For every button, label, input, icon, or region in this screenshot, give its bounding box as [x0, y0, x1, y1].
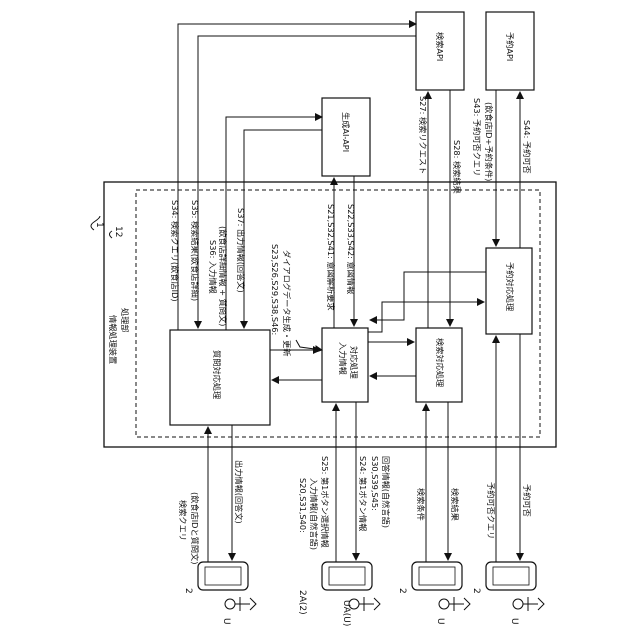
terminal-ref-1: 2	[183, 588, 193, 594]
user-figure-1	[225, 597, 256, 611]
label-s23-b: ダイアログデータ生成・更新	[282, 250, 292, 356]
label-s35: S35: 検索結果(飲食店詳細)	[190, 200, 200, 301]
user-figure-4	[513, 597, 544, 611]
user-ref-3: U	[435, 618, 445, 625]
apparatus-label: 情報処理装置	[108, 315, 118, 364]
label-u4-query: 予約可否クエリ	[486, 482, 496, 539]
gen-ai-api-label: 生成AI-API	[341, 112, 351, 152]
label-u1-query-b: (飲食店IDと質問文)	[190, 492, 200, 564]
label-s27: S27: 検索リクエスト	[418, 96, 428, 174]
label-u3-cond: 検索条件	[416, 488, 426, 521]
label-s43-a: S43: 予約可否クエリ	[472, 98, 482, 176]
label-u2-input-a: S20,S31,S40:	[298, 478, 308, 533]
label-u2-btn1: S25: 第1ボタン選択情報	[320, 456, 330, 548]
processing-unit-label: 処理部	[120, 308, 130, 333]
label-u2-input-b: 入力情報(自然言語)	[309, 478, 319, 550]
label-s21: S21,S32,S41: 意図解析要求	[326, 204, 336, 311]
terminal-device-1	[198, 562, 248, 590]
search-api-label: 検索API	[435, 32, 445, 61]
label-s34: S34: 検索クエリ(飲食店ID)	[170, 200, 180, 302]
user-figure-3	[439, 597, 470, 611]
label-s36-b: (飲食店詳細情報 + 質問文)	[218, 226, 228, 326]
label-s36-a: S36: 入力情報	[208, 240, 218, 294]
label-u1-output: 出力情報(回答文)	[234, 460, 244, 524]
apparatus-ref: 1	[94, 222, 104, 228]
terminal-device-4	[486, 562, 536, 590]
user-ref-4: U	[509, 618, 519, 625]
terminal-ref-4: 2	[471, 588, 481, 594]
label-s44: S44: 予約可否	[522, 120, 532, 174]
reserve-handler-label: 予約対応処理	[505, 262, 515, 311]
label-u2-btn2: S24: 第1ボタン情報	[358, 456, 368, 531]
user-figure-2	[349, 597, 380, 611]
question-handler-label: 質問対応処理	[212, 350, 222, 399]
terminal-ref-3: 2	[397, 588, 407, 594]
label-u1-query-a: 検索クエリ	[178, 500, 188, 541]
input-handler-label-2: 対応処理	[349, 346, 359, 379]
label-u3-result: 検索結果	[450, 488, 460, 521]
arrow-s23	[296, 340, 322, 350]
label-s37: S37: 出力情報(回答文)	[236, 208, 246, 293]
label-s22: S22,S33,S42: 意図情報	[346, 204, 356, 294]
input-handler-label-1: 入力情報	[338, 342, 348, 375]
user-ref-2: UA(U)	[341, 600, 351, 626]
label-u2-answer-b: 回答情報(自然言語)	[381, 456, 391, 528]
label-u4-result: 予約可否	[522, 484, 532, 517]
terminal-device-3	[412, 562, 462, 590]
label-s23-a: S23,S26,S29,S38,S46:	[270, 244, 280, 335]
label-s28: S28: 検索結果	[452, 140, 462, 194]
terminal-ref-2: 2A(2)	[297, 590, 307, 615]
user-ref-1: U	[221, 618, 231, 625]
ref-leader-12	[110, 231, 113, 238]
processing-unit-ref: 12	[113, 226, 123, 237]
label-u2-answer-a: S30,S39,S45:	[370, 456, 380, 511]
search-handler-label: 検索対応処理	[435, 338, 445, 387]
terminal-device-2	[322, 562, 372, 590]
reserve-api-label: 予約API	[505, 32, 515, 61]
label-s43-b: (飲食店ID+予約条件)	[484, 102, 494, 181]
